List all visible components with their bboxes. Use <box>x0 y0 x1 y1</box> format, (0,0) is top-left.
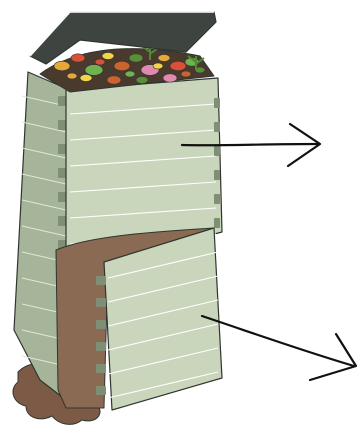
food-scrap <box>54 61 70 71</box>
food-scrap <box>129 54 143 62</box>
food-scrap <box>136 76 148 83</box>
food-scrap <box>67 73 77 79</box>
food-scrap <box>80 74 92 81</box>
food-scrap <box>163 74 177 82</box>
food-scrap <box>95 59 105 65</box>
bin-notch <box>214 122 220 132</box>
bin-notch <box>214 170 220 180</box>
food-scrap <box>125 71 135 77</box>
bin-notch <box>214 98 220 108</box>
bin-notch <box>214 146 220 156</box>
hatch-notch <box>96 298 106 307</box>
hatch-notch <box>96 276 106 285</box>
food-scrap <box>107 76 121 84</box>
food-scrap <box>71 54 85 62</box>
hatch-notch <box>96 342 106 351</box>
food-scrap <box>102 52 114 59</box>
food-scrap <box>114 61 130 71</box>
hatch-notch <box>96 320 106 329</box>
bin-notch <box>214 194 220 204</box>
food-scrap <box>158 54 170 61</box>
food-scrap <box>153 63 163 69</box>
arrow-finished-compost <box>202 316 356 380</box>
hatch-notch <box>96 364 106 373</box>
food-scrap <box>85 65 103 76</box>
bin-notch <box>214 218 220 228</box>
food-scrap <box>170 61 186 71</box>
hatch-notch <box>96 386 106 395</box>
food-scrap <box>181 71 191 77</box>
